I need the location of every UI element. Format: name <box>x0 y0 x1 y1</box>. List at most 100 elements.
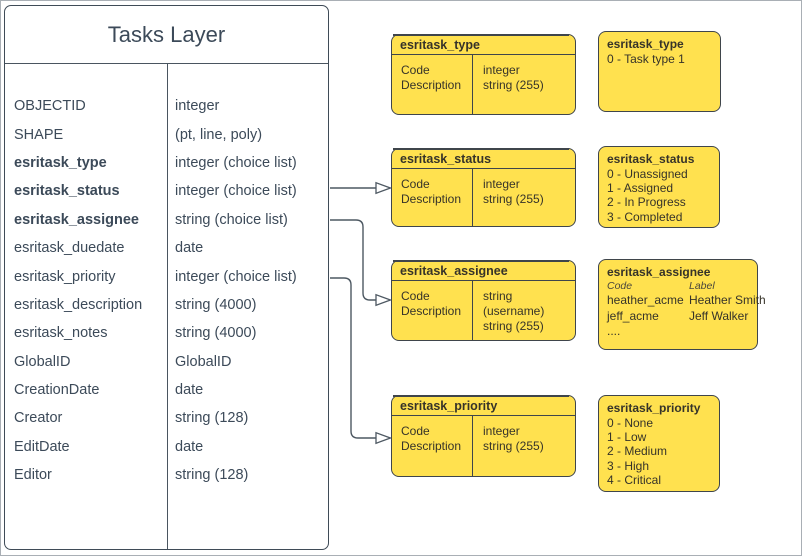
domain-field-name: Description <box>401 192 462 206</box>
value-item: 0 - Task type 1 <box>607 52 685 66</box>
domain-table-title: esritask_assignee <box>392 261 575 281</box>
field-type: GlobalID <box>175 353 232 370</box>
box-top-rule <box>393 395 569 397</box>
field-name: Creator <box>14 410 63 427</box>
domain-table-title: esritask_priority <box>392 396 575 416</box>
field-name: EditDate <box>14 438 70 455</box>
value-item: 3 - Completed <box>607 209 683 224</box>
value-item: 0 - None <box>607 416 654 430</box>
assignee-code: jeff_acme <box>607 308 659 323</box>
field-row: Editor string (128) <box>5 461 328 489</box>
arrowhead-assignee-icon <box>375 293 393 307</box>
domain-field-name: Description <box>401 304 462 318</box>
field-type: integer (choice list) <box>175 154 297 171</box>
field-row: esritask_duedate date <box>5 234 328 262</box>
domain-field-type: integer <box>483 424 520 438</box>
value-item: 3 - High <box>607 458 650 473</box>
domain-table-title: esritask_type <box>392 35 575 55</box>
field-type: string (choice list) <box>175 211 288 228</box>
field-name: esritask_status <box>14 183 120 200</box>
connector-priority <box>330 277 376 439</box>
field-type: date <box>175 382 204 399</box>
value-item: 2 - In Progress <box>607 195 686 210</box>
domain-field-name: Code <box>401 424 430 438</box>
assignee-code: heather_acme <box>607 293 684 307</box>
domain-type-column: string (username)string (255) <box>472 281 575 340</box>
field-row: esritask_notes string (4000) <box>5 319 328 347</box>
column-divider <box>167 64 168 549</box>
domain-field-name: Description <box>401 439 462 453</box>
domain-field-name: Code <box>401 177 430 191</box>
field-type: string (128) <box>175 467 249 484</box>
field-name: esritask_type <box>14 154 107 171</box>
field-row: SHAPE(pt, line, poly) <box>5 120 328 148</box>
domain-field-type: integer <box>483 177 520 191</box>
value-list-title: esritask_assignee <box>607 265 711 279</box>
field-row: esritask_priority integer (choice list) <box>5 262 328 290</box>
domain-field-name: Code <box>401 289 430 303</box>
field-type: string (4000) <box>175 296 257 313</box>
value-list-esritask-type: esritask_type 0 - Task type 1 <box>598 31 721 112</box>
field-type: integer <box>175 98 220 115</box>
more-indicator: .... <box>607 324 621 338</box>
field-type: string (4000) <box>175 325 257 342</box>
arrowhead-priority-icon <box>375 431 393 445</box>
value-list-title: esritask_priority <box>607 401 701 415</box>
box-top-rule <box>393 148 569 150</box>
domain-field-type: string (username) <box>483 289 545 318</box>
field-type: (pt, line, poly) <box>175 126 263 143</box>
box-top-rule <box>393 34 569 36</box>
field-name: esritask_assignee <box>14 211 139 228</box>
field-name: Editor <box>14 467 52 484</box>
column-header: Label <box>689 280 715 292</box>
domain-field-name: Description <box>401 78 462 92</box>
domain-field-type: string (255) <box>483 319 544 333</box>
field-type: date <box>175 438 204 455</box>
field-row: Creator string (128) <box>5 404 328 432</box>
field-name: esritask_description <box>14 296 143 313</box>
field-type: string (128) <box>175 410 249 427</box>
arrowhead-status-icon <box>375 181 393 195</box>
column-header: Code <box>607 280 633 292</box>
value-list-body: 0 - Task type 1 <box>607 52 712 66</box>
field-name: esritask_duedate <box>14 240 125 257</box>
field-name: esritask_priority <box>14 268 116 285</box>
value-item: 0 - Unassigned <box>607 167 688 181</box>
domain-field-name: Code <box>401 63 430 77</box>
field-row: EditDate date <box>5 433 328 461</box>
domain-table-title: esritask_status <box>392 149 575 169</box>
field-type: date <box>175 240 204 257</box>
connector-assignee <box>330 219 376 301</box>
value-list-title: esritask_status <box>607 152 695 166</box>
domain-field-type: integer <box>483 63 520 77</box>
field-type: integer (choice list) <box>175 268 297 285</box>
field-name: esritask_notes <box>14 325 108 342</box>
value-item: 2 - Medium <box>607 444 668 459</box>
